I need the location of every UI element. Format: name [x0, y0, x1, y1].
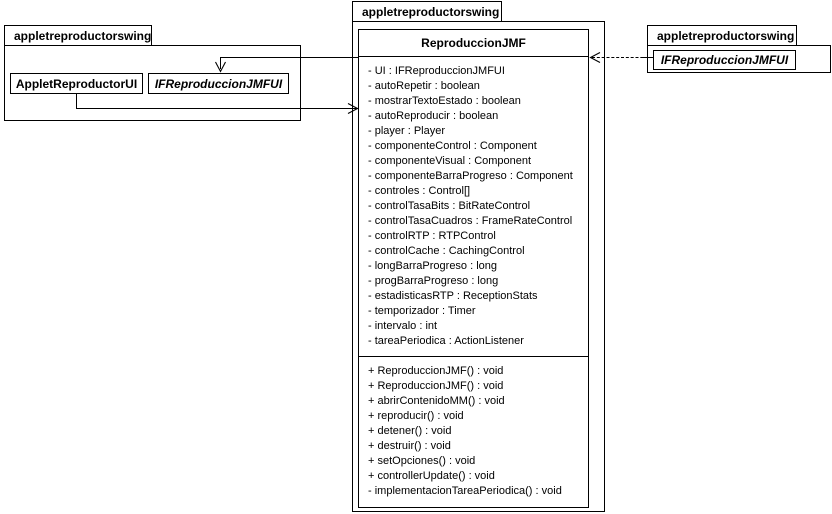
attribute-row: - temporizador : Timer [368, 305, 476, 317]
package-tab-left: appletreproductorswing [4, 25, 152, 46]
method-row: + setOpciones() : void [368, 455, 476, 467]
package-tab-left-label: appletreproductorswing [14, 28, 152, 43]
attribute-row: - autoRepetir : boolean [368, 80, 480, 92]
relationship-line-appletui-v [76, 94, 77, 109]
attribute-row: - UI : IFReproduccionJMFUI [368, 65, 505, 77]
attribute-row: - controles : Control[] [368, 185, 471, 197]
attribute-row: - intervalo : int [368, 320, 438, 332]
package-tab-center-label: appletreproductorswing [362, 4, 500, 19]
attribute-row: - mostrarTextoEstado : boolean [368, 95, 521, 107]
package-tab-right-label: appletreproductorswing [657, 28, 795, 43]
relationship-line-right-dashed [592, 57, 653, 58]
class-box-ifreproduccionjmfui-left[interactable]: IFReproduccionJMFUI [148, 73, 289, 94]
class-name-ifreproduccionjmfui-left: IFReproduccionJMFUI [154, 76, 283, 91]
method-row: + controllerUpdate() : void [368, 470, 495, 482]
method-row: - implementacionTareaPeriodica() : void [368, 485, 562, 497]
attribute-row: - controlCache : CachingControl [368, 245, 525, 257]
attributes-compartment: - UI : IFReproduccionJMFUI - autoRepetir… [359, 57, 588, 357]
attribute-row: - progBarraProgreso : long [368, 275, 499, 287]
attribute-row: - componenteControl : Component [368, 140, 537, 152]
method-row: + abrirContenidoMM() : void [368, 395, 505, 407]
attribute-row: - controlRTP : RTPControl [368, 230, 496, 242]
arrowhead-down-open-icon [215, 61, 226, 73]
attribute-row: - player : Player [368, 125, 446, 137]
attribute-row: - componenteVisual : Component [368, 155, 532, 167]
attribute-row: - autoReproducir : boolean [368, 110, 499, 122]
relationship-line-center-to-left-v [220, 57, 221, 69]
package-tab-center: appletreproductorswing [352, 1, 502, 22]
class-name-appletreproductorui: AppletReproductorUI [15, 76, 138, 91]
attribute-row: - tareaPeriodica : ActionListener [368, 335, 524, 347]
arrowhead-right-open-icon [347, 103, 359, 114]
class-name-ifreproduccionjmfui-right: IFReproduccionJMFUI [660, 53, 789, 67]
method-row: + reproducir() : void [368, 410, 464, 422]
method-row: + detener() : void [368, 425, 452, 437]
relationship-line-appletui-h [76, 108, 359, 109]
attribute-row: - controlTasaCuadros : FrameRateControl [368, 215, 573, 227]
relationship-line-center-to-left-h [220, 57, 359, 58]
attribute-row: - componenteBarraProgreso : Component [368, 170, 573, 182]
attribute-row: - longBarraProgreso : long [368, 260, 498, 272]
package-tab-right: appletreproductorswing [647, 25, 797, 46]
class-box-appletreproductorui[interactable]: AppletReproductorUI [10, 73, 143, 94]
method-row: + destruir() : void [368, 440, 451, 452]
class-box-reproduccionjmf[interactable]: ReproduccionJMF - UI : IFReproduccionJMF… [358, 29, 589, 508]
relationship-stub-right-package [643, 57, 655, 58]
class-name-reproduccionjmf: ReproduccionJMF [359, 30, 588, 57]
class-box-ifreproduccionjmfui-right[interactable]: IFReproduccionJMFUI [653, 50, 796, 70]
method-row: + ReproduccionJMF() : void [368, 380, 504, 392]
attribute-row: - estadisticasRTP : ReceptionStats [368, 290, 538, 302]
arrowhead-left-open-icon [589, 52, 601, 63]
methods-compartment: + ReproduccionJMF() : void + Reproduccio… [359, 357, 588, 506]
attribute-row: - controlTasaBits : BitRateControl [368, 200, 531, 212]
method-row: + ReproduccionJMF() : void [368, 365, 504, 377]
